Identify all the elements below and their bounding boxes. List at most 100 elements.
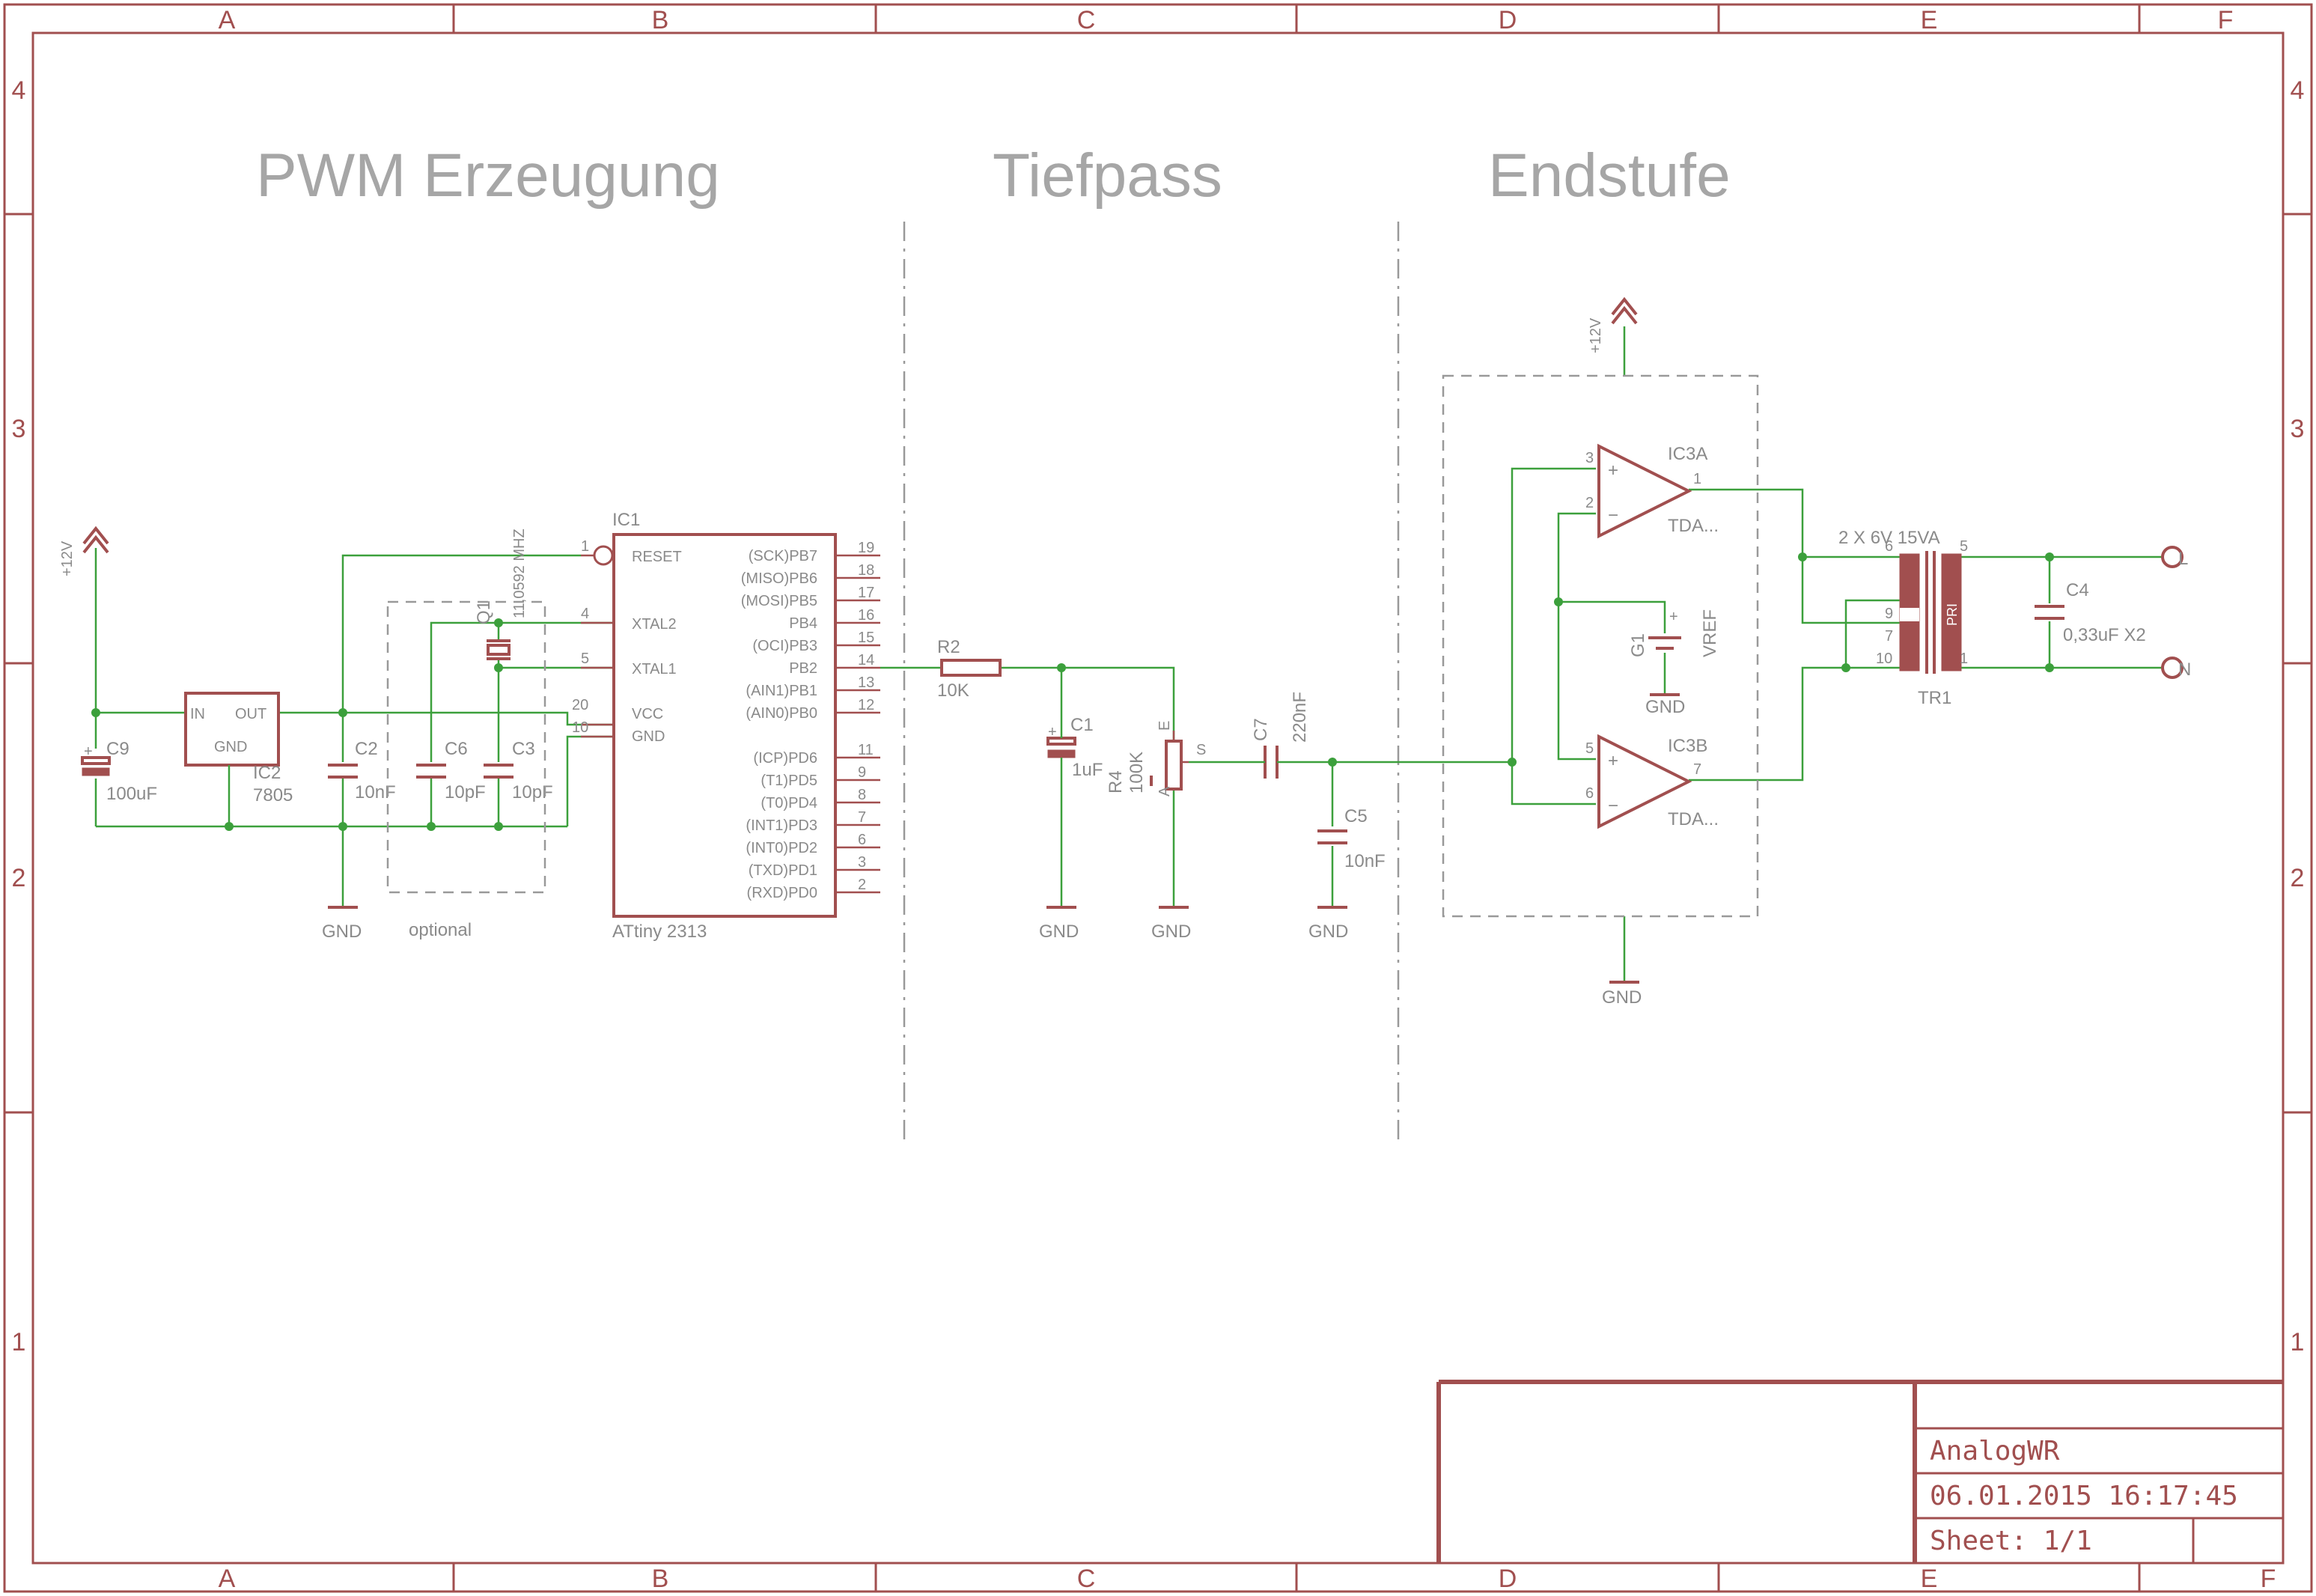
tr1-pin-6: 6	[1885, 538, 1893, 555]
col-label-d-bottom: D	[1499, 1565, 1517, 1593]
capacitor-c3: C3 10pF	[484, 739, 553, 802]
supply-12v-output: +12V	[1588, 296, 1638, 353]
ic2-value: 7805	[253, 785, 293, 805]
tr1-ref: TR1	[1918, 688, 1951, 708]
ic1-right-pin-name: (INT1)PD3	[746, 817, 817, 834]
col-label-a-bottom: A	[219, 1565, 236, 1593]
ic1-right-pin-name: (AIN1)PB1	[746, 683, 817, 699]
microcontroller-ic1: IC1 ATtiny 2313 RESET 1 XTAL2 4 XTAL1 5 …	[572, 510, 880, 942]
ic3a-pin-out: 1	[1693, 471, 1701, 487]
connector-l-label: L	[2178, 549, 2188, 569]
connector-l: L	[2161, 546, 2188, 569]
tr1-pin-1: 1	[1960, 651, 1968, 667]
col-label-f: F	[2218, 6, 2234, 34]
c4-value: 0,33uF X2	[2063, 625, 2146, 645]
svg-text:+: +	[1608, 751, 1618, 771]
ic1-right-pin-number: 7	[858, 809, 866, 826]
ic1-right-pin-name: (MISO)PB6	[741, 570, 817, 587]
drawing-frame: A B C D E F A B C D E F 4 3 2 1 4 3 2 1	[3, 3, 2313, 1593]
ic1-right-pin-number: 13	[858, 674, 874, 691]
ic1-right-pin-name: (AIN0)PB0	[746, 705, 817, 722]
row-label-1: 1	[12, 1328, 26, 1356]
reference-source-g1: + G1 VREF	[1628, 609, 1720, 657]
ic1-right-pin-number: 12	[858, 697, 874, 713]
gnd-label-ic2: GND	[322, 922, 362, 942]
ic1-pin-num-1: 1	[581, 538, 589, 555]
ic3b-pin-plus: 5	[1585, 740, 1594, 757]
ic3a-value: TDA...	[1668, 516, 1719, 536]
ic1-right-pin-name: PB4	[789, 615, 817, 632]
ic1-pin-name-xtal1: XTAL1	[632, 661, 677, 677]
r2-ref: R2	[937, 637, 960, 657]
ic1-pin-num-5: 5	[581, 651, 589, 667]
ic2-pin-in: IN	[190, 706, 205, 722]
ic1-right-pin-name: (TXD)PD1	[749, 862, 817, 879]
c5-ref: C5	[1344, 806, 1368, 826]
ic1-right-pin-name: PB2	[789, 660, 817, 677]
ic1-right-pin-name: (RXD)PD0	[747, 885, 817, 901]
regulator-ic2: IN OUT GND IC2 7805	[184, 692, 293, 805]
ic1-right-pin-name: (T1)PD5	[761, 773, 817, 789]
c9-ref: C9	[106, 739, 129, 759]
ic3b-ref: IC3B	[1668, 736, 1707, 756]
title-block: AnalogWR 06.01.2015 16:17:45 Sheet: 1/1	[1436, 1380, 2283, 1563]
row-label-3: 3	[12, 415, 26, 443]
ic3b-value: TDA...	[1668, 809, 1719, 829]
tr1-pin-7: 7	[1885, 628, 1893, 645]
col-label-b-bottom: B	[652, 1565, 669, 1593]
row-label-2: 2	[12, 864, 26, 892]
c3-ref: C3	[512, 739, 535, 759]
g1-ref: G1	[1628, 633, 1648, 657]
ic1-right-pin-number: 3	[858, 854, 866, 871]
ic1-right-pin-number: 17	[858, 585, 874, 601]
ic3b-pin-minus: 6	[1585, 785, 1594, 802]
svg-text:−: −	[1608, 796, 1618, 816]
title-project: AnalogWR	[1930, 1436, 2060, 1466]
c2-ref: C2	[355, 739, 378, 759]
svg-text:+: +	[84, 743, 93, 760]
svg-text:−: −	[1608, 505, 1618, 526]
tr1-pin-10: 10	[1876, 651, 1892, 667]
ic1-pin-num-4: 4	[581, 606, 589, 622]
junctions	[91, 552, 2054, 831]
section-pwm-heading: PWM Erzeugung	[256, 141, 720, 210]
row-label-4: 4	[12, 76, 26, 105]
opamp-ic3a: + − 3 2 1 IC3A TDA...	[1585, 443, 1719, 539]
crystal-q1: Q1 11,0592 MHZ	[474, 529, 528, 660]
optional-group-box	[386, 600, 546, 894]
opamp-ic3b: + − 5 6 7 IC3B TDA...	[1585, 734, 1719, 829]
section-lowpass-heading: Tiefpass	[993, 141, 1222, 210]
ic2-pin-gnd: GND	[214, 739, 247, 755]
col-label-e: E	[1921, 6, 1938, 34]
supply-12v-left-label: +12V	[59, 540, 76, 576]
ic1-pin-name-reset: RESET	[632, 549, 682, 565]
row-label-2-right: 2	[2291, 864, 2305, 892]
q1-ref: Q1	[474, 600, 494, 624]
ic1-right-pin-name: (OCI)PB3	[752, 638, 817, 654]
c5-value: 10nF	[1344, 851, 1386, 871]
ic1-pin-name-xtal2: XTAL2	[632, 616, 677, 633]
ic1-right-pin-name: (T0)PD4	[761, 795, 817, 811]
q1-value: 11,0592 MHZ	[511, 529, 528, 618]
connector-n: N	[2161, 657, 2191, 680]
ic3a-ref: IC3A	[1668, 444, 1707, 464]
ic1-name: ATtiny 2313	[612, 922, 707, 942]
connector-n-label: N	[2178, 660, 2191, 680]
capacitor-c2: C2 10nF	[328, 739, 396, 802]
ic1-right-pin-name: (MOSI)PB5	[741, 593, 817, 609]
ic1-right-pin-number: 2	[858, 877, 866, 893]
c7-value: 220nF	[1290, 692, 1310, 743]
tr1-pin-9: 9	[1885, 606, 1893, 622]
capacitor-c9: + C9 100uF	[81, 739, 157, 804]
col-label-c-bottom: C	[1077, 1565, 1096, 1593]
c7-ref: C7	[1251, 718, 1271, 741]
col-label-a: A	[219, 6, 236, 34]
col-label-b: B	[652, 6, 669, 34]
row-label-1-right: 1	[2291, 1328, 2305, 1356]
transformer-tr1: S1 S2 PRI 6 9 7 10 5 1 2 X 6V 15VA TR1	[1838, 528, 1968, 708]
row-label-4-right: 4	[2291, 76, 2305, 105]
ic1-ref: IC1	[612, 510, 640, 530]
section-output-stage-heading: Endstufe	[1488, 141, 1731, 210]
